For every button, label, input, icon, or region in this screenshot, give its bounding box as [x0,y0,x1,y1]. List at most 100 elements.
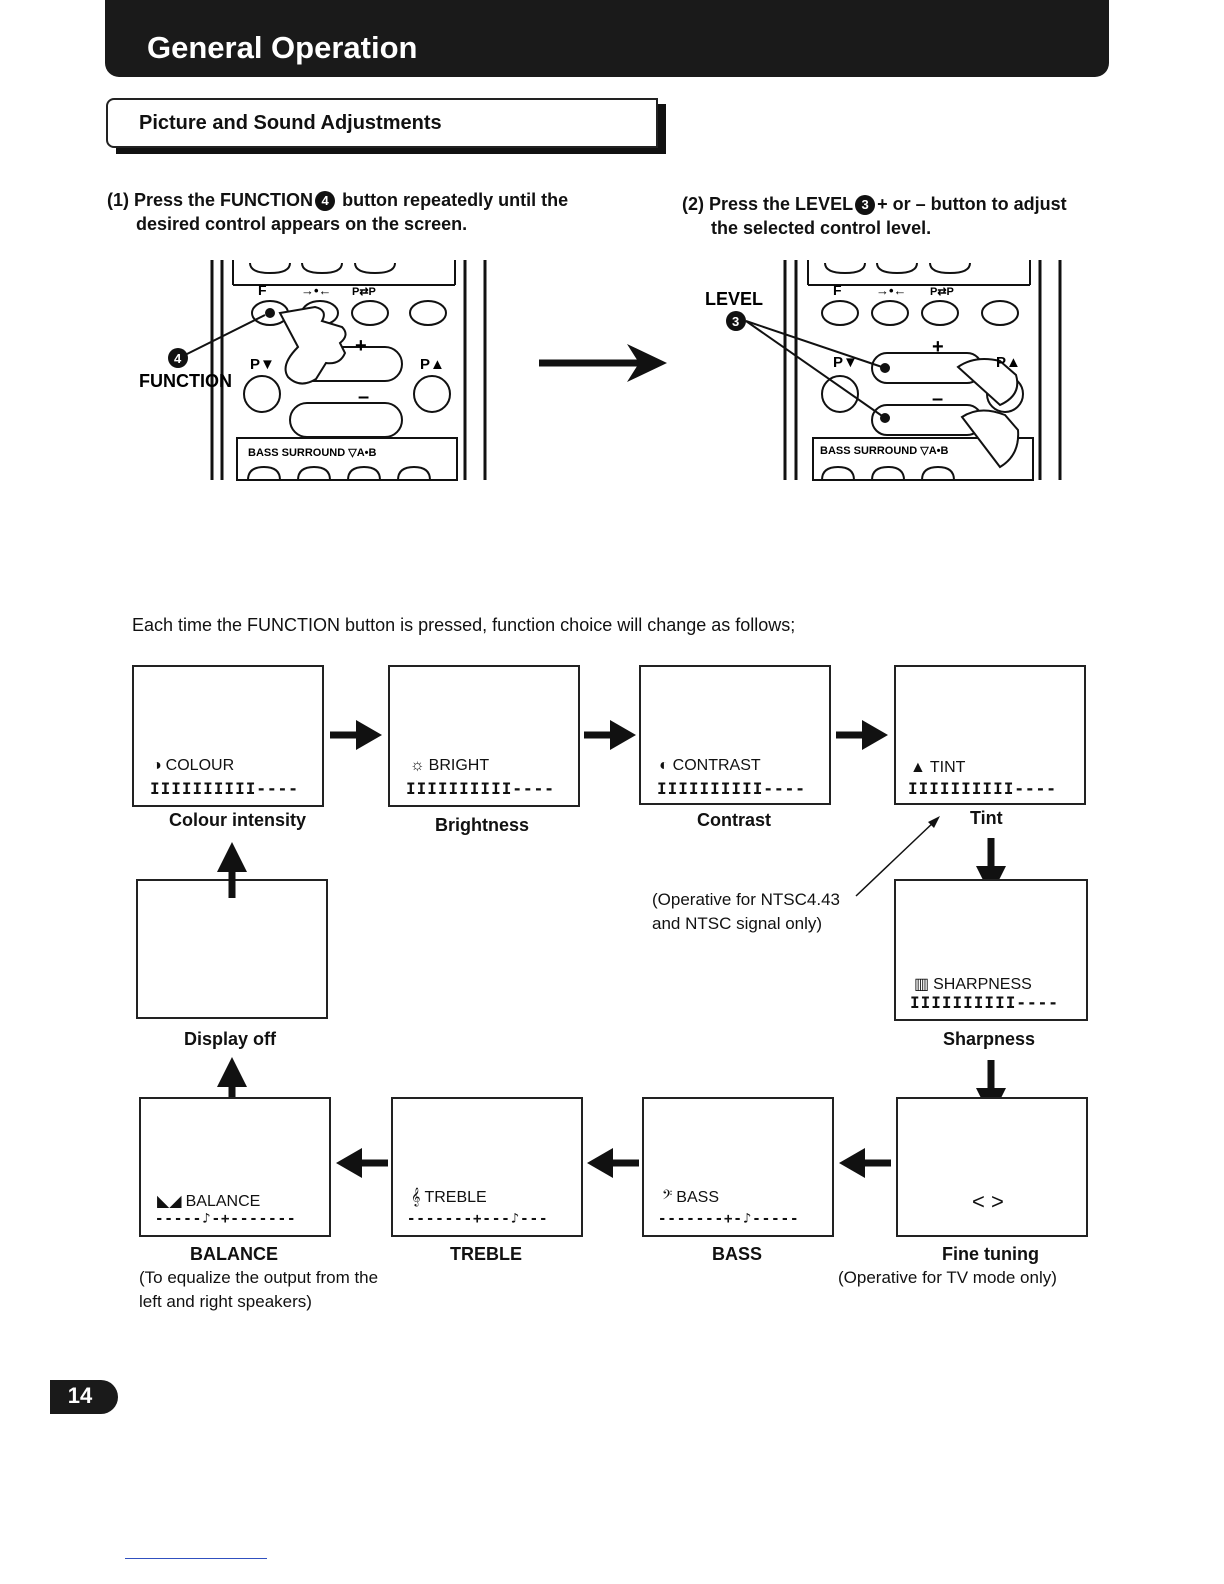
left-arrow-icon [336,1148,388,1178]
screen-contrast: ◐CONTRAST IIIIIIIIII---- [639,665,831,805]
remote-label-pup: P▲ [420,356,445,373]
page-title: General Operation [147,30,418,65]
function-callout-label: FUNCTION [139,371,232,391]
step-text: button repeatedly until the [342,190,569,210]
osd-level-bar: -------+---♪--- [407,1211,549,1227]
tint-note: (Operative for NTSC4.43 and NTSC signal … [652,888,840,936]
right-arrow-icon [330,720,382,750]
note-line: (Operative for NTSC4.43 [652,890,841,909]
screen-caption: Contrast [697,810,772,830]
svg-text:+: + [932,336,944,358]
svg-text:–: – [932,388,943,410]
step-number: (1) [107,190,129,210]
tint-note-pointer [855,816,940,897]
svg-text:–: – [358,386,369,408]
screen-bright: ☼BRIGHT IIIIIIIIII---- [388,665,580,807]
right-arrow-icon [539,344,667,382]
step-number: (2) [682,194,704,214]
remote-label-pdown: P▼ [833,354,858,371]
screen-caption: Brightness [435,815,530,835]
remote-label-pp: P⇄P [352,286,376,298]
osd-level-bar: IIIIIIIIII---- [657,779,806,798]
remote-label-f: F [258,282,267,298]
osd-label: TREBLE [424,1189,487,1206]
tint-icon: ▲ [910,759,926,776]
screen-colour: ◑COLOUR IIIIIIIIII---- [132,665,324,807]
remote-label-swap: →•← [876,283,907,298]
remote-label-bottom: BASS SURROUND ▽A•B [820,445,948,457]
screen-tint: ▲TINT IIIIIIIIII---- [894,665,1086,805]
section-box [106,98,658,148]
section-box-shadow [657,104,666,154]
page-number-tab [50,1380,118,1414]
page-number: 14 [67,1383,93,1408]
remote-label-f: F [833,282,842,298]
remote-label-pp: P⇄P [930,286,954,298]
right-arrow-icon [836,720,888,750]
fine-tuning-arrows: < > [972,1189,1004,1214]
sun-icon: ☼ [410,757,425,774]
screen-balance: ◣◢BALANCE -----♪-+------- [139,1097,331,1237]
screen-caption: BASS [712,1244,763,1264]
osd-label: COLOUR [165,757,235,774]
screen-caption: Display off [184,1029,277,1049]
osd-label: CONTRAST [672,757,761,774]
remote-illustration-function: F →•← P⇄P P▼ P▲ + – BASS SURROUND ▽A•B 4… [139,260,487,481]
step-text: + or – button to adjust [877,194,1067,214]
screen-sharpness: ▥SHARPNESS IIIIIIIIII---- [894,879,1088,1021]
remote-label-bottom: BASS SURROUND ▽A•B [248,447,376,459]
screen-display-off [136,879,328,1019]
balance-icon: ◣◢ [157,1193,182,1210]
step-text: the selected control level. [711,218,932,238]
osd-level-bar: IIIIIIIIII---- [150,779,299,798]
screen-caption: Sharpness [943,1029,1036,1049]
step-text: Press the FUNCTION [134,190,314,210]
sharpness-icon: ▥ [914,976,930,993]
page-header-bar [105,0,1109,77]
colour-icon: ◑ [152,757,162,774]
note-line: and NTSC signal only) [652,914,823,933]
left-arrow-icon [587,1148,639,1178]
function-badge-icon: 4 [315,191,336,212]
osd-label: BALANCE [185,1193,261,1210]
bass-clef-icon: 𝄢 [662,1189,673,1206]
osd-label: BRIGHT [428,757,490,774]
section-box-shadow [116,146,666,154]
level-callout-label: LEVEL [705,289,763,309]
screen-fine-tuning: < > [896,1097,1088,1237]
screen-caption: Fine tuning [942,1244,1039,1264]
note-line: (To equalize the output from the [139,1268,379,1287]
osd-label: SHARPNESS [933,976,1032,993]
svg-text:3: 3 [732,314,739,329]
osd-label: BASS [676,1189,719,1206]
step-text: Press the LEVEL [709,194,854,214]
remote-label-pup: P▲ [996,354,1021,371]
remote-illustration-level: F →•← P⇄P P▼ P▲ + – BASS SURROUND ▽A•B L… [705,260,1062,481]
svg-text:4: 4 [174,351,182,366]
level-callout-badge-icon [726,311,746,331]
footer-line [125,1558,267,1559]
screen-treble: 𝄞TREBLE -------+---♪--- [391,1097,583,1237]
fine-tuning-note: (Operative for TV mode only) [838,1268,1057,1287]
sequence-caption: Each time the FUNCTION button is pressed… [132,615,796,635]
osd-level-bar: IIIIIIIIII---- [406,779,555,798]
svg-text:+: + [355,335,367,357]
up-arrow-icon [217,842,247,898]
note-line: left and right speakers) [139,1292,312,1311]
osd-level-bar: -------+-♪----- [658,1211,800,1227]
remote-label-swap: →•← [301,283,332,298]
screen-caption: BALANCE [190,1244,278,1264]
step-text: desired control appears on the screen. [136,214,468,234]
screen-caption: TREBLE [450,1244,522,1264]
osd-level-bar: IIIIIIIIII---- [910,993,1059,1012]
screen-caption: Colour intensity [169,810,307,830]
osd-level-bar: -----♪-+------- [155,1211,297,1227]
treble-clef-icon: 𝄞 [411,1189,421,1206]
screen-bass: 𝄢BASS -------+-♪----- [642,1097,834,1237]
remote-label-pdown: P▼ [250,356,275,373]
balance-note: (To equalize the output from the left an… [139,1266,378,1314]
level-badge-icon: 3 [855,195,876,216]
section-title: Picture and Sound Adjustments [139,112,442,134]
